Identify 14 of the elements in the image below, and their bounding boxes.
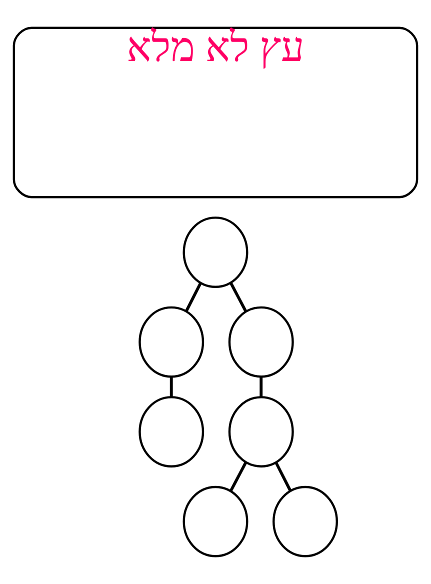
node-circle — [138, 396, 204, 468]
connector — [229, 282, 248, 312]
node-circle — [272, 486, 338, 558]
connector — [184, 282, 202, 312]
connector — [229, 461, 248, 492]
node-circle — [138, 306, 204, 378]
node-circle — [228, 396, 294, 468]
node-circle — [182, 216, 248, 288]
node-circle — [182, 486, 248, 558]
connector — [170, 376, 173, 397]
node-circle — [228, 306, 294, 378]
connector — [274, 462, 292, 492]
node-box: עץ לא מלא — [12, 26, 418, 198]
connector — [260, 376, 263, 397]
